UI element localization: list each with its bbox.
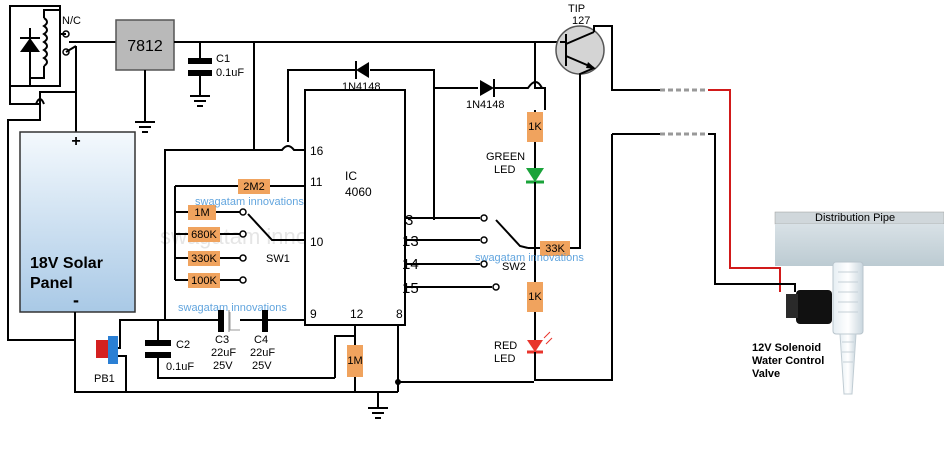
valve-line1: 12V Solenoid bbox=[752, 342, 821, 354]
regulator-7812: 7812 bbox=[115, 19, 254, 133]
solar-line2: Panel bbox=[30, 275, 73, 292]
resistor-1m-bottom bbox=[347, 345, 363, 377]
c2-capacitor: C2 0.1uF bbox=[145, 320, 335, 379]
pb1-label: PB1 bbox=[94, 373, 115, 385]
ic-name: IC bbox=[345, 169, 357, 183]
diode1-label: 1N4148 bbox=[342, 81, 381, 93]
resistor-1k-red-label: 1K bbox=[528, 291, 542, 303]
transistor-name: TIP bbox=[568, 3, 585, 15]
solenoid-valve: 12V Solenoid Water Control Valve bbox=[752, 261, 864, 395]
c3-name: C3 bbox=[215, 334, 229, 346]
resistor-330k-label: 330K bbox=[191, 253, 217, 265]
ground-rail bbox=[74, 312, 398, 393]
pin-3: 3 bbox=[405, 212, 413, 229]
pin-12: 12 bbox=[350, 307, 364, 321]
ic-4060: IC 4060 16 11 10 9 12 8 3 13 14 15 bbox=[304, 89, 419, 326]
sw1-label: SW1 bbox=[266, 253, 290, 265]
resistor-33k-label: 33K bbox=[545, 243, 565, 255]
ic-part: 4060 bbox=[345, 185, 372, 199]
c4-capacitor: C4 22uF 25V bbox=[250, 310, 275, 372]
black-wire bbox=[708, 133, 796, 292]
watermark-sw2: swagatam innovations bbox=[475, 252, 584, 264]
resistor-1k-green-label: 1K bbox=[528, 121, 542, 133]
green-led: GREEN LED bbox=[486, 151, 544, 184]
diode2-label: 1N4148 bbox=[466, 99, 505, 111]
transistor-tip127: TIP 127 bbox=[555, 3, 660, 249]
pin-8: 8 bbox=[396, 307, 403, 321]
pin-11: 11 bbox=[310, 175, 323, 189]
pin-10: 10 bbox=[310, 235, 324, 249]
switch-sw2: SW2 bbox=[405, 214, 529, 291]
c4-name: C4 bbox=[254, 334, 268, 346]
resistor-1m-top-label: 1M bbox=[194, 207, 209, 219]
resistor-100k bbox=[188, 273, 220, 288]
resistor-2m2 bbox=[238, 179, 270, 194]
switch-sw1: SW1 bbox=[247, 213, 305, 265]
valve-line2: Water Control bbox=[752, 355, 824, 367]
red-led: RED LED bbox=[494, 331, 553, 365]
c2-name: C2 bbox=[176, 339, 190, 351]
c1-capacitor: C1 0.1uF bbox=[188, 42, 244, 107]
ground-symbol bbox=[368, 407, 388, 419]
transistor-part: 127 bbox=[572, 15, 590, 27]
watermark-sw1: swagatam innovations bbox=[195, 196, 304, 208]
pin-16: 16 bbox=[310, 144, 324, 158]
resistor-100k-label: 100K bbox=[191, 275, 217, 287]
c4-value: 22uF bbox=[250, 347, 275, 359]
red-wire bbox=[708, 89, 781, 292]
solar-minus: - bbox=[73, 290, 79, 310]
pin-9: 9 bbox=[310, 307, 317, 321]
resistor-2m2-label: 2M2 bbox=[243, 181, 264, 193]
valve-line3: Valve bbox=[752, 368, 780, 380]
pin-15: 15 bbox=[402, 280, 419, 297]
solar-plus: + bbox=[71, 133, 80, 150]
green-led-line2: LED bbox=[494, 164, 515, 176]
c3-voltage: 25V bbox=[213, 360, 233, 372]
relay-label: N/C bbox=[62, 15, 81, 27]
resistor-33k bbox=[540, 241, 570, 256]
sw2-label: SW2 bbox=[502, 261, 526, 273]
red-led-line2: LED bbox=[494, 353, 515, 365]
relay: N/C bbox=[9, 5, 116, 87]
c3-capacitor: C3 22uF 25V bbox=[211, 310, 240, 372]
c1-value: 0.1uF bbox=[216, 67, 244, 79]
regulator-label: 7812 bbox=[127, 38, 163, 55]
green-led-line1: GREEN bbox=[486, 151, 525, 163]
solar-line1: 18V Solar bbox=[30, 255, 103, 272]
watermark-bottom: swagatam innovations bbox=[178, 302, 287, 314]
resistor-330k bbox=[188, 251, 220, 266]
diode-1n4148-1: 1N4148 bbox=[342, 61, 435, 220]
c4-voltage: 25V bbox=[252, 360, 272, 372]
distribution-pipe: Distribution Pipe bbox=[774, 211, 944, 266]
resistor-1m-bottom-label: 1M bbox=[347, 355, 362, 367]
c1-name: C1 bbox=[216, 53, 230, 65]
diode-1n4148-2: 1N4148 bbox=[466, 79, 543, 111]
pin16-wire bbox=[165, 145, 305, 151]
red-led-line1: RED bbox=[494, 340, 517, 352]
resistor-680k bbox=[188, 227, 220, 242]
push-button-pb1: PB1 bbox=[94, 336, 127, 392]
c2-value: 0.1uF bbox=[166, 361, 194, 373]
pin-13: 13 bbox=[402, 233, 419, 250]
resistor-680k-label: 680K bbox=[191, 229, 217, 241]
solar-panel: + 18V Solar Panel - bbox=[19, 131, 136, 313]
resistor-1k-red bbox=[527, 282, 543, 312]
pipe-label: Distribution Pipe bbox=[815, 212, 895, 224]
resistor-1m-top bbox=[188, 205, 216, 220]
resistor-1k-green bbox=[527, 112, 543, 142]
c3-value: 22uF bbox=[211, 347, 236, 359]
